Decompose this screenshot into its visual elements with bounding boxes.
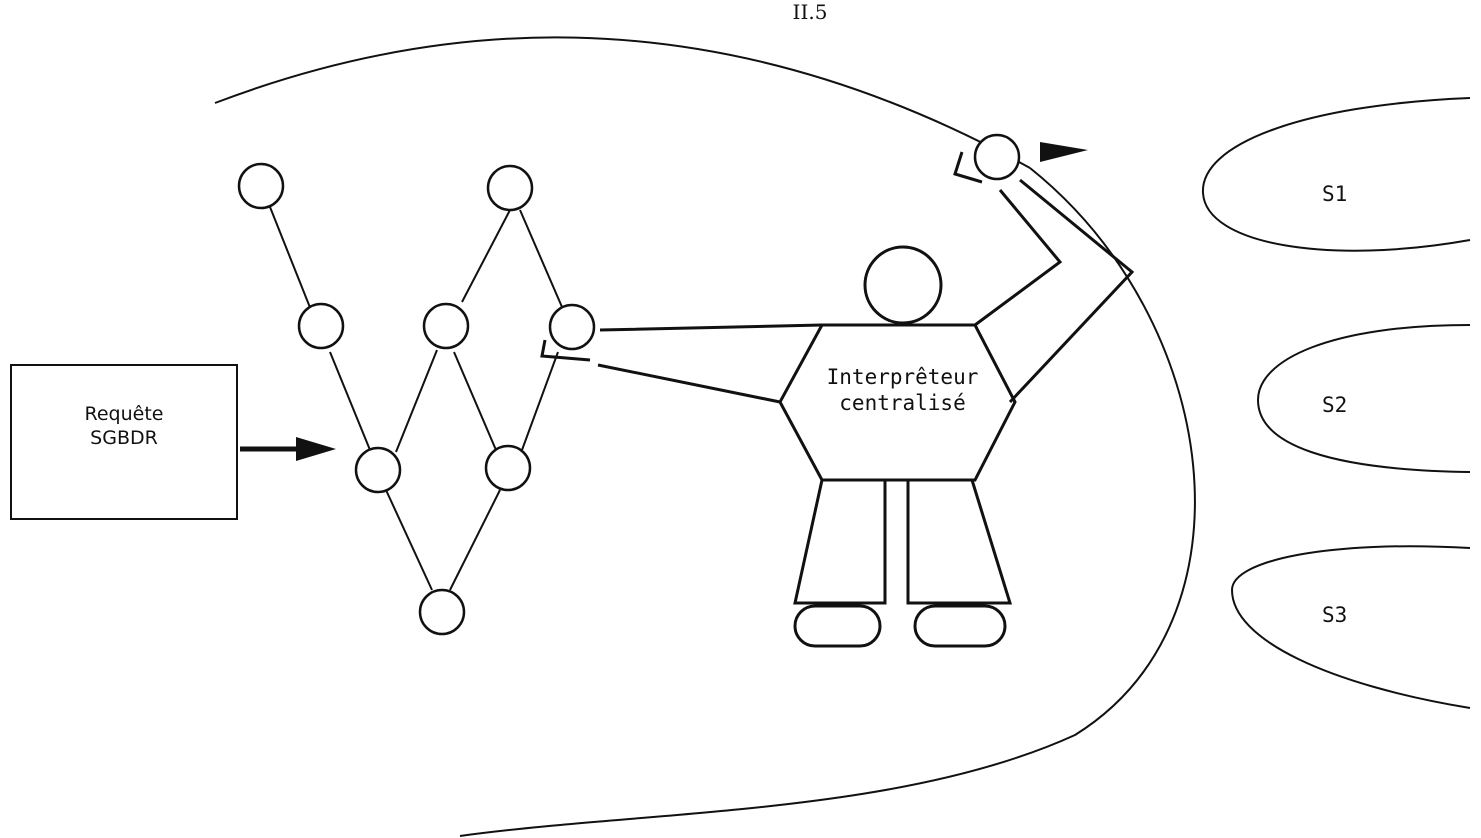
tree-node <box>486 164 534 212</box>
interpreter-label-line1: Interprêteur <box>826 365 979 389</box>
figure-head <box>863 245 943 325</box>
system-boundary-right <box>459 167 1196 837</box>
site-s1-shape <box>1201 97 1471 252</box>
boundary-arrowhead <box>1040 142 1088 162</box>
system-boundary-top <box>214 36 1031 169</box>
request-label-line1: Requête <box>84 403 164 425</box>
figure-left-foot <box>793 604 882 648</box>
interpreter-figure <box>597 178 1135 648</box>
tree-node <box>297 302 345 350</box>
left-hand <box>540 339 591 362</box>
site-s3-shape <box>1230 545 1471 709</box>
figure-left-leg <box>793 479 887 605</box>
interpreter-label-line2: centralisé <box>839 391 966 415</box>
tree-node <box>548 303 596 351</box>
request-arrow <box>240 437 336 461</box>
tree-node <box>422 302 470 350</box>
tree-node <box>354 446 402 494</box>
request-box <box>10 364 238 520</box>
tree-node <box>237 162 285 210</box>
site-label-s2: S2 <box>1322 393 1348 417</box>
site-s2-shape <box>1256 324 1471 473</box>
figure-right-foot <box>913 604 1007 648</box>
site-label-s3: S3 <box>1322 603 1348 627</box>
tree-node <box>484 444 532 492</box>
page-number: II.5 <box>792 0 828 24</box>
tree-node <box>418 588 466 636</box>
request-label-line2: SGBDR <box>90 427 158 449</box>
right-hand <box>953 151 983 184</box>
held-node <box>973 133 1021 181</box>
sites <box>1201 97 1471 709</box>
figure-right-leg <box>906 479 1013 605</box>
query-tree-nodes <box>237 162 596 636</box>
site-label-s1: S1 <box>1322 182 1348 206</box>
query-tree-edges <box>269 206 563 591</box>
interpreter-label: Interprêteur centralisé <box>780 364 1025 416</box>
figure-right-arm <box>974 178 1135 404</box>
request-label: Requête SGBDR <box>10 402 238 450</box>
figure-left-arm <box>597 323 823 404</box>
